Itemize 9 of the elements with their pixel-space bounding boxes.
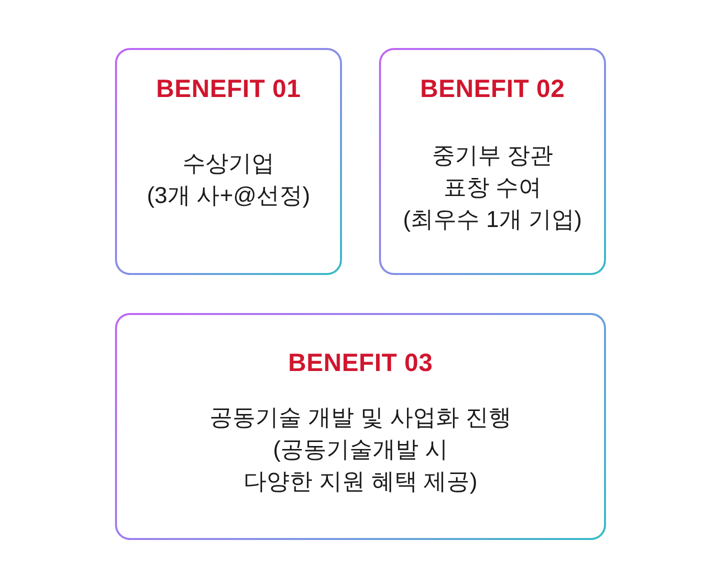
benefit-card <box>379 48 606 275</box>
benefit-heading: BENEFIT 03 <box>288 348 433 378</box>
benefit-card <box>115 313 606 540</box>
benefit-description: 중기부 장관 표창 수여 (최우수 1개 기업) <box>403 141 582 234</box>
benefit-heading: BENEFIT 01 <box>156 74 301 104</box>
benefit-description: 공동기술 개발 및 사업화 진행 (공동기술개발 시 다양한 지원 혜택 제공) <box>210 403 512 496</box>
benefit-card <box>115 48 342 275</box>
benefit-description: 수상기업 (3개 사+@선정) <box>146 149 310 210</box>
benefit-heading: BENEFIT 02 <box>420 74 565 104</box>
